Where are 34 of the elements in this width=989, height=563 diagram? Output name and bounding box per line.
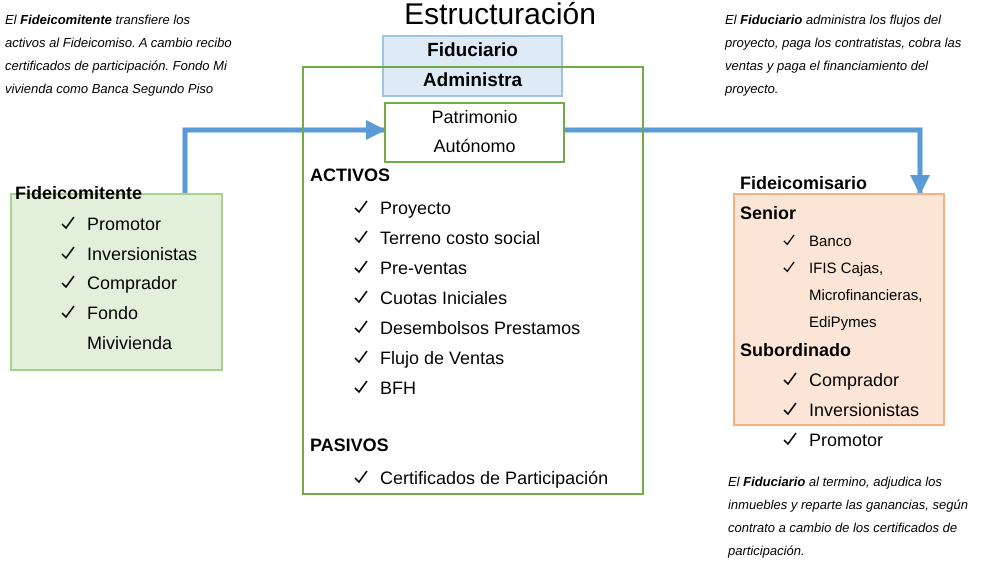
list-item: Inversionistas — [809, 400, 920, 420]
section-heading: PASIVOS — [310, 434, 390, 457]
list-item: Banco — [809, 233, 852, 250]
section-heading: Senior — [740, 202, 798, 225]
section-heading: Subordinado — [740, 339, 852, 362]
arrow — [565, 128, 930, 195]
section-heading: Fideicomisario — [740, 172, 868, 195]
list-item: Certificados de Participación — [380, 468, 608, 488]
note-text: El Fiduciario al termino, adjudica los inmuebles y reparte las ganancias, según contrato a cambio de los certificados de participación. — [728, 473, 969, 560]
list-item: Desembolsos Prestamos — [380, 318, 580, 338]
trust-box — [384, 102, 565, 163]
list-item: Inversionistas — [87, 244, 198, 264]
trustee-box — [382, 35, 563, 97]
arrow — [182, 120, 386, 193]
section-heading: ACTIVOS — [310, 164, 392, 187]
diagram-title: Estructuración — [403, 0, 597, 32]
box-label: Patrimonio Autónomo — [430, 106, 519, 158]
list-item: Comprador — [87, 273, 178, 293]
list-item: Promotor — [809, 430, 884, 450]
list-item: Promotor — [87, 214, 162, 234]
list-item: Pre-ventas — [380, 258, 468, 278]
list-item: Proyecto — [380, 198, 452, 218]
list-item: Cuotas Iniciales — [380, 288, 508, 308]
section-heading: Fideicomitente — [15, 182, 144, 205]
list-item: IFIS Cajas, Microfinancieras, EdiPymes — [809, 260, 922, 331]
list-item: Terreno costo social — [380, 228, 540, 248]
box-label: Fiduciario Administra — [422, 39, 524, 93]
list-item: Fondo Mivivienda — [87, 303, 172, 353]
list-item: Comprador — [809, 370, 900, 390]
list-item: BFH — [380, 378, 416, 398]
assets-box — [302, 66, 644, 495]
note-text: El Fideicomitente transfiere los activos al Fideicomiso. A cambio recibo certificados de participación. Fondo Mi vivienda como Banca Segundo Piso — [5, 11, 233, 98]
note-text: El Fiduciario administra los flujos del proyecto, paga los contratistas, cobra las ventas y paga el financiamiento del proyecto. — [725, 11, 962, 98]
list-item: Flujo de Ventas — [380, 348, 504, 368]
